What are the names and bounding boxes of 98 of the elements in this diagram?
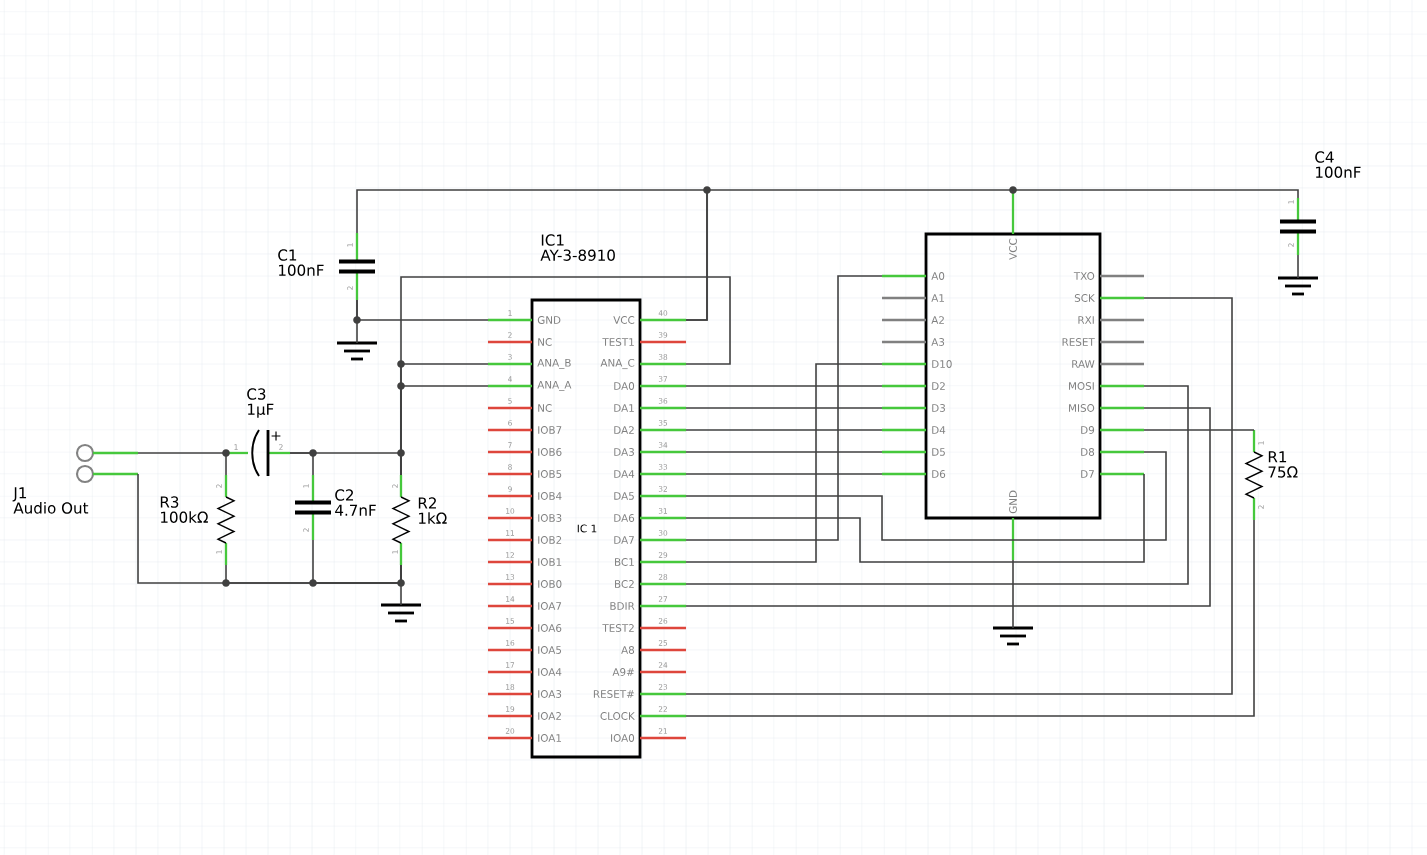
pin-label: TEST1 [602, 338, 634, 346]
pin-label: ANA_A [537, 381, 572, 391]
component-label: C1 100nF [278, 249, 324, 276]
pin-label: IOA5 [538, 646, 562, 654]
pin-label: D5 [932, 448, 945, 456]
pin-label: IOB1 [538, 558, 562, 566]
pin-label: IOA2 [538, 712, 561, 720]
pin-label: DA5 [614, 492, 634, 500]
pin-label: SCK [1074, 294, 1095, 302]
pin-label: GND [537, 316, 561, 324]
pin-label: IOB4 [538, 492, 562, 500]
ground-symbol [381, 603, 421, 623]
wire [289, 452, 314, 476]
pin-label: ANA_B [537, 359, 571, 369]
pin-label: MISO [1069, 404, 1095, 412]
wire [685, 451, 883, 453]
wire [1012, 559, 1014, 629]
wire [400, 564, 402, 606]
wire [685, 473, 1145, 563]
pin-label: TEST2 [602, 624, 634, 632]
pin-label: CLOCK [600, 712, 635, 720]
component-label: C3 1µF [247, 388, 274, 418]
wire [685, 275, 883, 541]
ground-symbol [993, 626, 1033, 646]
pin-label: NC [538, 338, 552, 346]
pin-label: A2 [931, 316, 944, 324]
pin-label: RESET# [593, 690, 634, 698]
component-label: R1 75Ω [1268, 451, 1298, 478]
pin-label: A0 [931, 272, 945, 280]
pin-label: DA2 [614, 426, 634, 434]
pin-label: DA1 [614, 404, 634, 412]
ground-symbol [1278, 276, 1318, 296]
pin-label: BDIR [610, 602, 635, 610]
wire [685, 407, 883, 409]
pin-label: IOA3 [538, 690, 562, 698]
wire [685, 519, 1255, 717]
pin-label: D2 [932, 382, 945, 390]
pin-label: RESET [1062, 338, 1095, 346]
wire [1143, 429, 1255, 431]
pin-label: D3 [932, 404, 945, 412]
pin-label: D8 [1081, 448, 1095, 456]
pin-label: IOB7 [538, 426, 562, 434]
wire [685, 363, 883, 563]
pin-label: D4 [932, 426, 946, 434]
pin-label: IOA7 [538, 602, 562, 610]
component-label: C4 100nF [1315, 151, 1361, 178]
pin-label: TXO [1073, 272, 1095, 280]
pin-label: RXI [1078, 316, 1094, 324]
wire [356, 299, 358, 344]
pin-label: D9 [1081, 426, 1095, 434]
pin-label: NC [538, 404, 552, 412]
wire [685, 429, 883, 431]
wire [685, 451, 1167, 541]
pin-label: RAW [1072, 360, 1095, 368]
component-label: IC1 AY-3-8910 [540, 234, 615, 261]
pin-label: A9# [612, 668, 634, 676]
pin-label: DA7 [614, 536, 634, 544]
pin-label: D7 [1081, 470, 1094, 478]
pin-label: DA3 [614, 448, 634, 456]
pin-label: DA6 [614, 514, 635, 522]
wire [685, 385, 883, 387]
wire [685, 407, 1211, 607]
microcontroller-board [882, 186, 1144, 560]
polarity-sign: + [271, 431, 281, 441]
pin-label: A3 [931, 338, 945, 346]
component-label: J1 Audio Out [12, 487, 89, 514]
pin-label: IOA4 [538, 668, 562, 676]
pin-label: D10 [932, 360, 952, 368]
pin-label: IOB5 [538, 470, 562, 478]
pin-label: A1 [931, 294, 944, 302]
pin-label: IOB3 [538, 514, 562, 522]
wire [685, 385, 1189, 585]
pin-label: IOB2 [538, 536, 562, 544]
pin-label: IOA6 [538, 624, 562, 632]
pin-label: BC1 [615, 558, 634, 566]
ground-symbol [337, 341, 377, 361]
pin-label: ANA_C [600, 358, 635, 370]
component-label: R3 100kΩ [160, 496, 208, 523]
wire [685, 297, 1233, 695]
pin-label: VCC [613, 316, 635, 324]
component-label: R2 1kΩ [418, 497, 447, 524]
pin-label: A8 [621, 646, 635, 654]
wire [1297, 254, 1299, 279]
pin-label: IOA0 [611, 734, 635, 742]
wire [1012, 189, 1299, 199]
pin-label: IOB0 [538, 580, 562, 588]
pin-label: IOB6 [538, 448, 562, 456]
pin-label: DA0 [614, 382, 635, 390]
pin-label: GND [1009, 490, 1017, 514]
pin-label: D6 [932, 470, 946, 478]
component-label: C2 4.7nF [335, 489, 376, 516]
pin-label: DA4 [614, 470, 635, 478]
pin-label: IOA1 [538, 734, 561, 742]
wire [685, 189, 1014, 321]
pin-label: MOSI [1069, 382, 1094, 390]
wire [685, 473, 883, 475]
pin-label: VCC [1009, 238, 1017, 260]
pin-label: BC2 [615, 580, 634, 588]
